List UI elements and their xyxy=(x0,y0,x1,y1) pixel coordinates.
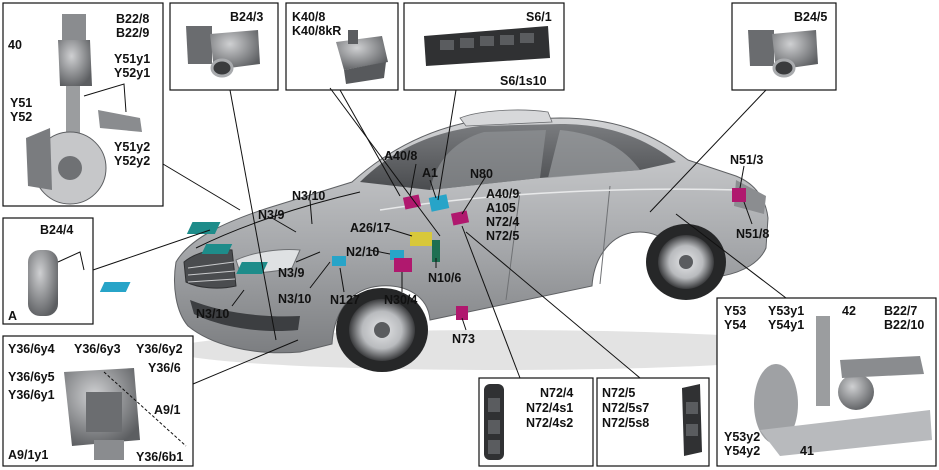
label-y36-6y5: Y36/6y5 xyxy=(8,370,55,384)
label-s6-1s10: S6/1s10 xyxy=(500,74,547,88)
inset-top-left xyxy=(2,2,164,207)
label-n72-5s7: N72/5s7 xyxy=(602,401,649,415)
label-y54y2: Y54y2 xyxy=(724,444,760,458)
inset-b24-4 xyxy=(2,217,94,325)
label-n3-9-b: N3/9 xyxy=(278,266,304,280)
label-a1: A1 xyxy=(422,166,438,180)
label-y52y2: Y52y2 xyxy=(114,154,150,168)
labels-bottom-left: Y36/6y4 Y36/6y3 Y36/6y2 Y36/6y5 Y36/6 Y3… xyxy=(8,342,183,464)
label-y53: Y53 xyxy=(724,304,746,318)
component-markers xyxy=(99,188,746,320)
label-y52: Y52 xyxy=(10,110,32,124)
leader-lines xyxy=(92,87,787,447)
label-n51-8: N51/8 xyxy=(736,227,769,241)
inset-b24-5 xyxy=(731,2,837,91)
label-n72-5-box: N72/5 xyxy=(602,386,635,400)
label-n72-4s1: N72/4s1 xyxy=(526,401,573,415)
labels-top-left: B22/8 B22/9 40 Y51y1 Y52y1 Y51 Y52 Y51y2… xyxy=(8,12,150,168)
inset-bottom-left xyxy=(2,335,194,467)
labels-bottom-right: Y53 Y54 Y53y1 Y54y1 42 B22/7 B22/10 Y53y… xyxy=(724,304,924,458)
label-y53y1: Y53y1 xyxy=(768,304,804,318)
label-y36-6y3: Y36/6y3 xyxy=(74,342,121,356)
label-b24-3: B24/3 xyxy=(230,10,263,24)
label-n2-10: N2/10 xyxy=(346,245,379,259)
front-wheel xyxy=(336,288,428,372)
car-illustration xyxy=(99,109,830,372)
label-y51y1: Y51y1 xyxy=(114,52,150,66)
label-n3-10-b: N3/10 xyxy=(278,292,311,306)
label-y51y2: Y51y2 xyxy=(114,140,150,154)
label-b22-7: B22/7 xyxy=(884,304,917,318)
inset-s6 xyxy=(403,2,565,91)
label-y53y2: Y53y2 xyxy=(724,430,760,444)
labels-s6: S6/1 S6/1s10 xyxy=(500,10,552,88)
inset-n72-4 xyxy=(478,377,594,467)
labels-n72-4: N72/4 N72/4s1 N72/4s2 xyxy=(526,386,573,430)
labels-n72-5: N72/5 N72/5s7 N72/5s8 xyxy=(602,386,649,430)
label-a9-1: A9/1 xyxy=(154,403,180,417)
label-n10-6: N10/6 xyxy=(428,271,461,285)
label-b24-4: B24/4 xyxy=(40,223,73,237)
label-42: 42 xyxy=(842,304,856,318)
label-a26-17: A26/17 xyxy=(350,221,390,235)
label-k40-8kr: K40/8kR xyxy=(292,24,341,38)
label-y36-6b1: Y36/6b1 xyxy=(136,450,183,464)
label-n3-10-a: N3/10 xyxy=(292,189,325,203)
label-n3-9-a: N3/9 xyxy=(258,208,284,222)
rear-wheel xyxy=(646,224,726,300)
label-k40-8: K40/8 xyxy=(292,10,325,24)
label-y54: Y54 xyxy=(724,318,746,332)
label-b24-5: B24/5 xyxy=(794,10,827,24)
label-a105: A105 xyxy=(486,201,516,215)
label-n72-5: N72/5 xyxy=(486,229,519,243)
label-s6-1: S6/1 xyxy=(526,10,552,24)
inset-n72-5 xyxy=(596,377,710,467)
label-y51: Y51 xyxy=(10,96,32,110)
label-n73: N73 xyxy=(452,332,475,346)
label-n72-5s8: N72/5s8 xyxy=(602,416,649,430)
label-n51-3: N51/3 xyxy=(730,153,763,167)
labels-k40: K40/8 K40/8kR xyxy=(292,10,341,38)
label-y52y1: Y52y1 xyxy=(114,66,150,80)
label-n127: N127 xyxy=(330,293,360,307)
labels-b24-4: B24/4 A xyxy=(8,223,73,323)
label-y36-6y1: Y36/6y1 xyxy=(8,388,55,402)
label-a40-9: A40/9 xyxy=(486,187,519,201)
label-a40-8: A40/8 xyxy=(384,149,417,163)
label-y36-6y4: Y36/6y4 xyxy=(8,342,55,356)
label-40: 40 xyxy=(8,38,22,52)
label-n72-4: N72/4 xyxy=(486,215,519,229)
label-n3-10-c: N3/10 xyxy=(196,307,229,321)
inset-k40 xyxy=(285,2,399,91)
label-a: A xyxy=(8,309,17,323)
label-n80: N80 xyxy=(470,167,493,181)
labels-car: A40/8 A1 N80 A40/9 A105 N72/4 N72/5 N51/… xyxy=(196,149,769,346)
label-b22-10: B22/10 xyxy=(884,318,924,332)
label-b22-9: B22/9 xyxy=(116,26,149,40)
inset-b24-3 xyxy=(169,2,279,91)
label-y54y1: Y54y1 xyxy=(768,318,804,332)
label-n30-4: N30/4 xyxy=(384,293,417,307)
label-y36-6: Y36/6 xyxy=(148,361,181,375)
label-y36-6y2: Y36/6y2 xyxy=(136,342,183,356)
label-b22-8: B22/8 xyxy=(116,12,149,26)
inset-bottom-right xyxy=(716,297,937,467)
label-a9-1y1: A9/1y1 xyxy=(8,448,48,462)
label-n72-4s2: N72/4s2 xyxy=(526,416,573,430)
label-n72-4-box: N72/4 xyxy=(540,386,573,400)
label-41: 41 xyxy=(800,444,814,458)
